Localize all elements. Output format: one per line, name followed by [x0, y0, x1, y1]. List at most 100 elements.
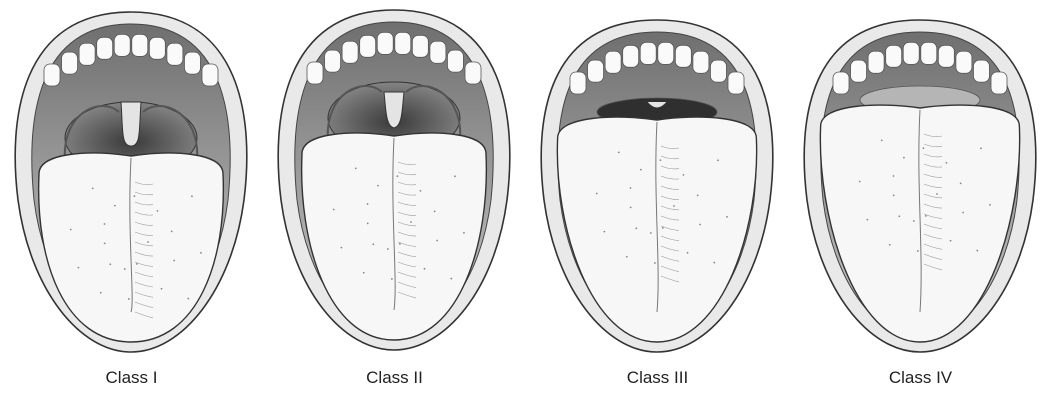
- tongue-papilla: [980, 147, 982, 149]
- tongue-papilla: [889, 244, 891, 246]
- tongue-papilla: [377, 185, 379, 187]
- panel-class-4: Class IV: [789, 0, 1052, 395]
- tongue-papilla: [717, 159, 719, 161]
- uvula: [121, 102, 141, 146]
- panel-class-1: Class I: [0, 0, 263, 395]
- panel-caption: Class I: [0, 368, 263, 388]
- tongue-papilla: [77, 267, 79, 269]
- tongue-papilla: [936, 193, 938, 195]
- tongue-papilla: [673, 205, 675, 207]
- mouth-illustration: [0, 0, 263, 395]
- tongue-papilla: [917, 250, 919, 252]
- tongue-papilla: [399, 243, 401, 245]
- upper-tooth: [325, 50, 341, 72]
- tongue-papilla: [171, 230, 173, 232]
- tongue-papilla: [654, 262, 656, 264]
- tongue-papilla: [630, 187, 632, 189]
- upper-tooth: [693, 51, 709, 73]
- tongue-papilla: [713, 262, 715, 264]
- upper-tooth: [833, 72, 849, 94]
- tongue-papilla: [340, 247, 342, 249]
- upper-tooth: [97, 37, 113, 59]
- upper-tooth: [903, 42, 919, 64]
- tongue-papilla: [104, 223, 106, 225]
- upper-tooth: [465, 62, 481, 84]
- tongue-papilla: [124, 268, 126, 270]
- upper-tooth: [605, 51, 621, 73]
- tongue-papilla: [147, 241, 149, 243]
- upper-tooth: [114, 34, 130, 56]
- upper-tooth: [377, 32, 393, 54]
- tongue-papilla: [859, 181, 861, 183]
- tongue-papilla: [683, 174, 685, 176]
- tongue-papilla: [157, 210, 159, 212]
- upper-tooth: [132, 34, 148, 56]
- upper-tooth: [886, 45, 902, 67]
- tongue-papilla: [114, 205, 116, 207]
- upper-tooth: [184, 52, 200, 74]
- tongue-papilla: [989, 204, 991, 206]
- tongue-papilla: [128, 298, 130, 300]
- tongue-papilla: [881, 139, 883, 141]
- mouth-illustration: [526, 0, 789, 395]
- upper-tooth: [658, 42, 674, 64]
- tongue-papilla: [436, 240, 438, 242]
- upper-tooth: [430, 41, 446, 63]
- tongue-papilla: [662, 227, 664, 229]
- upper-tooth: [640, 42, 656, 64]
- panel-caption: Class II: [263, 368, 526, 388]
- upper-tooth: [973, 60, 989, 82]
- mouth-illustration: [263, 0, 526, 395]
- tongue-papilla: [136, 263, 138, 265]
- tongue-papilla: [946, 162, 948, 164]
- upper-tooth: [710, 60, 726, 82]
- tongue-papilla: [635, 227, 637, 229]
- panel-caption: Class IV: [789, 368, 1052, 388]
- tongue-papilla: [950, 240, 952, 242]
- upper-tooth: [675, 45, 691, 67]
- tongue-papilla: [893, 175, 895, 177]
- tongue-papilla: [372, 243, 374, 245]
- tongue-papilla: [92, 187, 94, 189]
- tongue-papilla: [70, 229, 72, 231]
- tongue-papilla: [191, 195, 193, 197]
- tongue-papilla: [355, 167, 357, 169]
- upper-tooth: [412, 35, 428, 57]
- upper-tooth: [342, 41, 358, 63]
- upper-tooth: [79, 43, 95, 65]
- tongue-papilla: [687, 252, 689, 254]
- tongue-papilla: [391, 278, 393, 280]
- tongue-papilla: [450, 278, 452, 280]
- tongue-papilla: [697, 194, 699, 196]
- tongue-papilla: [100, 292, 102, 294]
- tongue-papilla: [630, 206, 632, 208]
- tongue-papilla: [962, 212, 964, 214]
- upper-tooth: [623, 45, 639, 67]
- upper-tooth: [360, 35, 376, 57]
- upper-tooth: [851, 60, 867, 82]
- tongue-papilla: [420, 190, 422, 192]
- tongue-papilla: [913, 220, 915, 222]
- upper-tooth: [938, 45, 954, 67]
- tongue-papilla: [397, 175, 399, 177]
- upper-tooth: [307, 62, 323, 84]
- tongue-papilla: [367, 222, 369, 224]
- upper-tooth: [395, 32, 411, 54]
- tongue-papilla: [200, 252, 202, 254]
- tongue-papilla: [333, 209, 335, 211]
- tongue-papilla: [660, 159, 662, 161]
- tongue-papilla: [618, 151, 620, 153]
- tongue-papilla: [699, 224, 701, 226]
- tongue-papilla: [434, 210, 436, 212]
- tongue-papilla: [898, 215, 900, 217]
- tongue-papilla: [925, 215, 927, 217]
- tongue-papilla: [424, 268, 426, 270]
- tongue-papilla: [104, 242, 106, 244]
- panel-caption: Class III: [526, 368, 789, 388]
- tongue-papilla: [173, 260, 175, 262]
- tongue-papilla: [367, 203, 369, 205]
- tongue-papilla: [410, 221, 412, 223]
- tongue-papilla: [161, 288, 163, 290]
- upper-tooth: [588, 60, 604, 82]
- upper-tooth: [62, 52, 78, 74]
